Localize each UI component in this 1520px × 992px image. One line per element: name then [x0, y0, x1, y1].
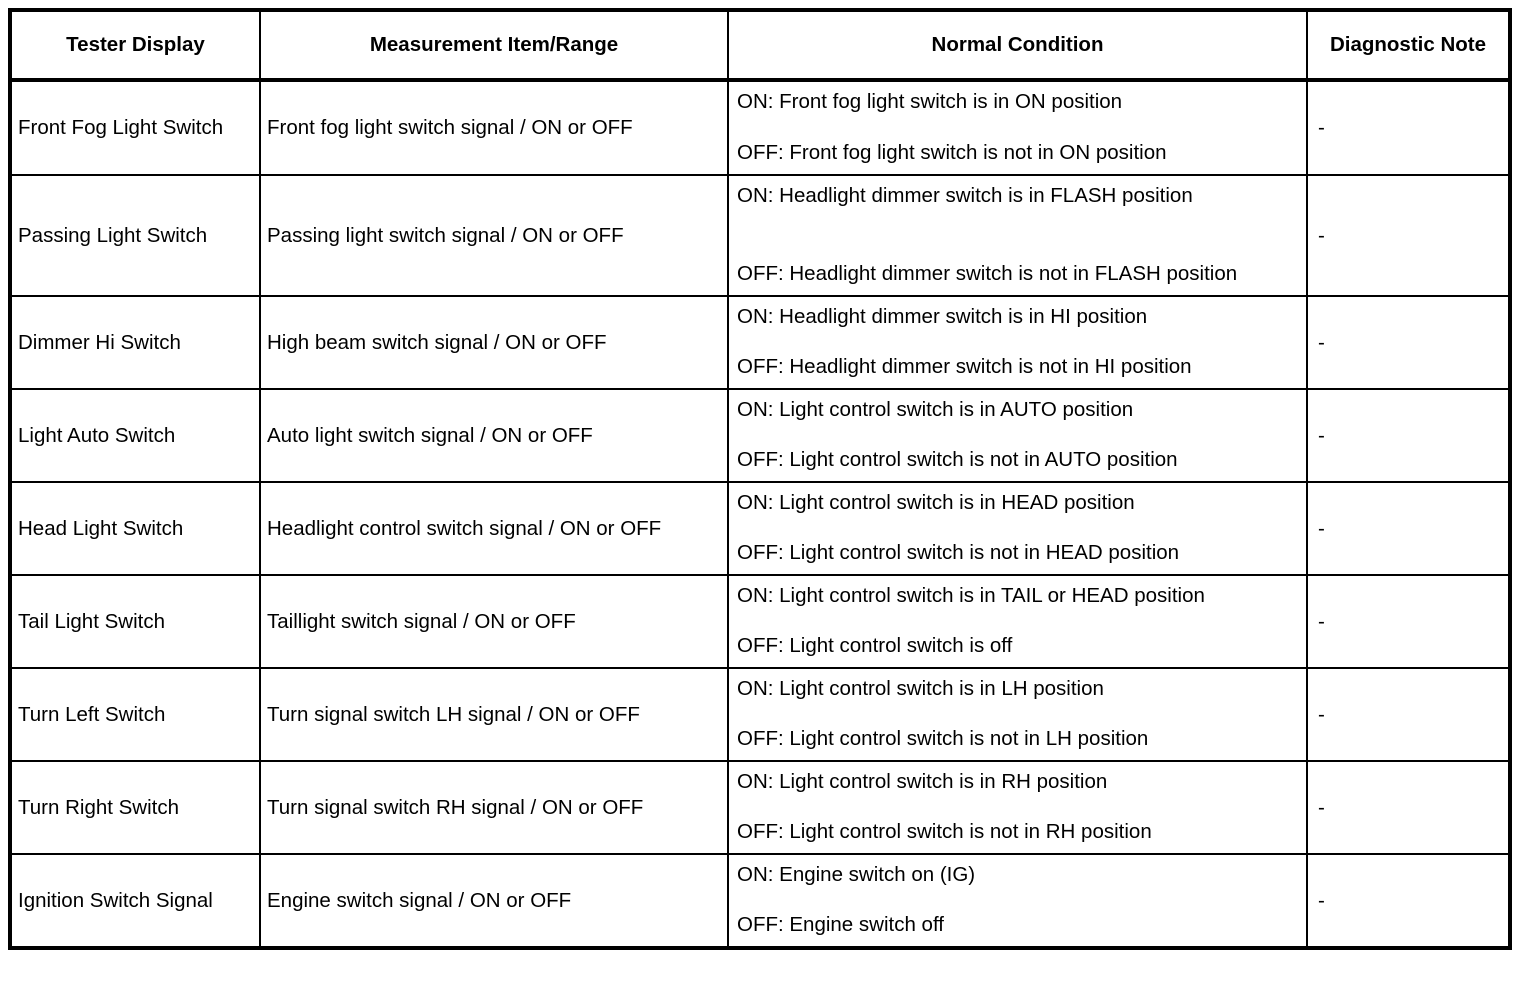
condition-on: ON: Engine switch on (IG) [737, 863, 976, 886]
diagnostic-note-cell: - [1318, 795, 1325, 819]
tester-display-cell: Tail Light Switch [12, 576, 261, 667]
tester-display-cell: Turn Right Switch [12, 762, 261, 853]
condition-on: ON: Light control switch is in TAIL or H… [737, 584, 1205, 607]
normal-condition-cell: ON: Light control switch is in AUTO posi… [729, 390, 1308, 481]
tester-display-cell: Light Auto Switch [12, 390, 261, 481]
table-row: Turn Right Switch Turn signal switch RH … [12, 760, 1508, 853]
tester-display-cell: Turn Left Switch [12, 669, 261, 760]
header-measurement-item-range: Measurement Item/Range [261, 12, 729, 78]
measurement-cell: Taillight switch signal / ON or OFF [261, 576, 729, 667]
condition-off: OFF: Front fog light switch is not in ON… [737, 140, 1167, 164]
condition-on: ON: Light control switch is in AUTO posi… [737, 398, 1134, 421]
condition-on: ON: Headlight dimmer switch is in HI pos… [737, 305, 1148, 328]
condition-off: OFF: Light control switch is not in AUTO… [737, 447, 1178, 471]
measurement-cell: Front fog light switch signal / ON or OF… [261, 82, 729, 174]
measurement-cell: Turn signal switch RH signal / ON or OFF [261, 762, 729, 853]
table-row: Turn Left Switch Turn signal switch LH s… [12, 667, 1508, 760]
table-row: Ignition Switch Signal Engine switch sig… [12, 853, 1508, 946]
measurement-cell: Headlight control switch signal / ON or … [261, 483, 729, 574]
condition-off: OFF: Engine switch off [737, 912, 944, 936]
normal-condition-cell: ON: Light control switch is in TAIL or H… [729, 576, 1308, 667]
table-row: Light Auto Switch Auto light switch sign… [12, 388, 1508, 481]
normal-condition-cell: ON: Light control switch is in LH positi… [729, 669, 1308, 760]
condition-on: ON: Front fog light switch is in ON posi… [737, 90, 1123, 113]
diagnostic-data-table: Tester Display Measurement Item/Range No… [8, 8, 1512, 950]
condition-off: OFF: Headlight dimmer switch is not in H… [737, 354, 1192, 378]
condition-on: ON: Light control switch is in LH positi… [737, 677, 1104, 700]
table-row: Front Fog Light Switch Front fog light s… [12, 80, 1508, 174]
normal-condition-cell: ON: Engine switch on (IG) OFF: Engine sw… [729, 855, 1308, 946]
table-row: Tail Light Switch Taillight switch signa… [12, 574, 1508, 667]
tester-display-cell: Head Light Switch [12, 483, 261, 574]
normal-condition-cell: ON: Light control switch is in HEAD posi… [729, 483, 1308, 574]
tester-display-cell: Ignition Switch Signal [12, 855, 261, 946]
diagnostic-note-cell: - [1318, 423, 1325, 447]
diagnostic-note-cell: - [1318, 516, 1325, 540]
condition-off: OFF: Light control switch is not in LH p… [737, 726, 1149, 750]
header-diagnostic-note: Diagnostic Note [1329, 33, 1487, 57]
table-row: Dimmer Hi Switch High beam switch signal… [12, 295, 1508, 388]
condition-off: OFF: Headlight dimmer switch is not in F… [737, 261, 1238, 285]
tester-display-cell: Passing Light Switch [12, 176, 261, 295]
tester-display-cell: Front Fog Light Switch [12, 82, 261, 174]
condition-off: OFF: Light control switch is not in RH p… [737, 819, 1152, 843]
condition-off: OFF: Light control switch is not in HEAD… [737, 540, 1180, 564]
condition-on: ON: Light control switch is in HEAD posi… [737, 491, 1135, 514]
diagnostic-note-cell: - [1318, 330, 1325, 354]
table-header-row: Tester Display Measurement Item/Range No… [12, 12, 1508, 80]
condition-off: OFF: Light control switch is off [737, 633, 1013, 657]
measurement-cell: Engine switch signal / ON or OFF [261, 855, 729, 946]
diagnostic-note-cell: - [1318, 223, 1325, 247]
diagnostic-note-cell: - [1318, 116, 1325, 140]
normal-condition-cell: ON: Headlight dimmer switch is in HI pos… [729, 297, 1308, 388]
measurement-cell: Auto light switch signal / ON or OFF [261, 390, 729, 481]
tester-display-cell: Dimmer Hi Switch [12, 297, 261, 388]
diagnostic-note-cell: - [1318, 609, 1325, 633]
condition-on: ON: Light control switch is in RH positi… [737, 770, 1108, 793]
header-normal-condition: Normal Condition [729, 12, 1308, 78]
normal-condition-cell: ON: Front fog light switch is in ON posi… [729, 82, 1308, 174]
table-row: Head Light Switch Headlight control swit… [12, 481, 1508, 574]
measurement-cell: Passing light switch signal / ON or OFF [261, 176, 729, 295]
header-tester-display: Tester Display [12, 12, 261, 78]
diagnostic-note-cell: - [1318, 888, 1325, 912]
normal-condition-cell: ON: Light control switch is in RH positi… [729, 762, 1308, 853]
measurement-cell: High beam switch signal / ON or OFF [261, 297, 729, 388]
normal-condition-cell: ON: Headlight dimmer switch is in FLASH … [729, 176, 1308, 295]
diagnostic-note-cell: - [1318, 702, 1325, 726]
measurement-cell: Turn signal switch LH signal / ON or OFF [261, 669, 729, 760]
condition-on: ON: Headlight dimmer switch is in FLASH … [737, 184, 1193, 207]
table-row: Passing Light Switch Passing light switc… [12, 174, 1508, 295]
